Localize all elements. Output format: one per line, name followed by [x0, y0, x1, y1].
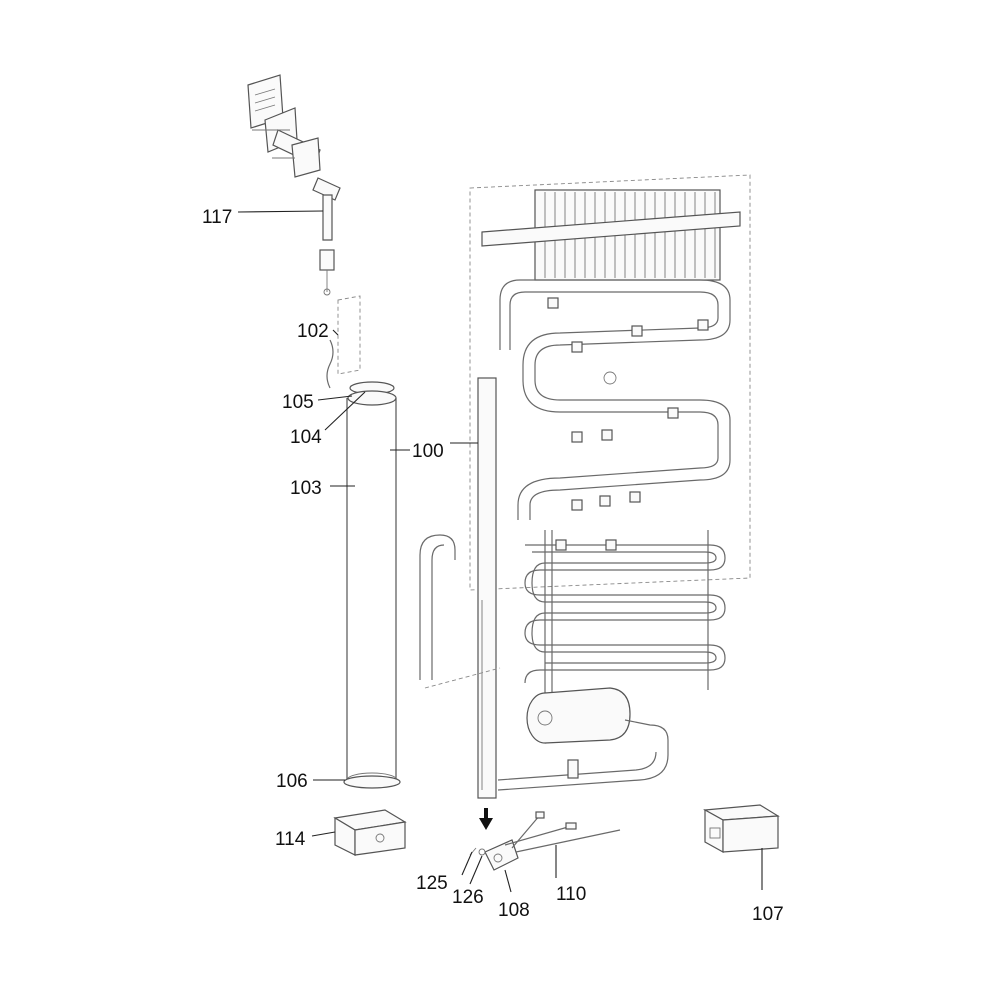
label-125: 125 — [416, 873, 448, 894]
label-103: 103 — [290, 478, 322, 499]
assembly-direction-arrow — [479, 808, 493, 830]
bottom-gasket-106 — [343, 775, 401, 789]
label-126: 126 — [452, 887, 484, 908]
label-102: 102 — [297, 321, 329, 342]
label-105: 105 — [282, 392, 314, 413]
label-107: 107 — [752, 904, 784, 925]
flue-tube-117 — [322, 194, 333, 241]
cooling-unit-assembly — [419, 174, 751, 799]
burner-box-114 — [333, 809, 407, 856]
label-117: 117 — [202, 207, 232, 228]
burner-housing-assembly — [247, 74, 341, 201]
label-104: 104 — [290, 427, 322, 448]
insulation-tube-103 — [346, 398, 398, 788]
burner-assembly-108 — [484, 811, 621, 871]
baffle-spiral-102 — [326, 339, 334, 389]
label-106: 106 — [276, 771, 308, 792]
label-108: 108 — [498, 900, 530, 921]
part-labels: 117 102 105 104 100 103 106 114 125 126 … — [202, 207, 784, 925]
flue-cap-105 — [347, 390, 397, 406]
label-110: 110 — [556, 884, 586, 905]
burner-jet — [319, 249, 335, 271]
label-100: 100 — [412, 441, 444, 462]
label-114: 114 — [275, 829, 306, 850]
electric-box-107 — [703, 804, 780, 854]
leader-lines — [237, 210, 763, 893]
washer-126 — [478, 848, 486, 856]
